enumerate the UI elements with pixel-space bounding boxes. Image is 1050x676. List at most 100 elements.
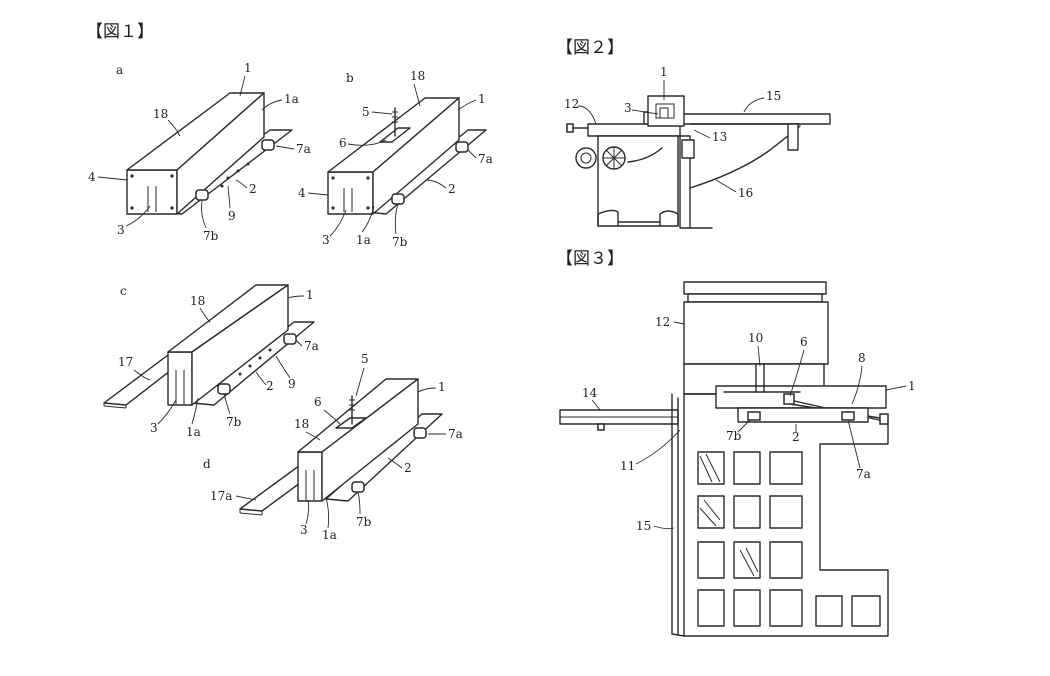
label-6: 6	[339, 136, 347, 150]
label-16: 16	[738, 186, 753, 200]
label-9: 9	[228, 209, 236, 223]
label-6: 6	[800, 335, 808, 349]
figure-1-panel-b: b 18 1 5 6 7a 4 2	[298, 69, 493, 249]
fence-1	[647, 95, 685, 127]
panel-c-letter: c	[120, 284, 127, 298]
label-7a: 7a	[448, 427, 463, 441]
label-15: 15	[636, 519, 651, 533]
label-2: 2	[792, 430, 800, 444]
label-15: 15	[766, 89, 781, 103]
knob-7b	[195, 189, 209, 201]
figure-1-title: 【図１】	[86, 22, 154, 42]
saw-top-rail	[683, 281, 827, 295]
label-10: 10	[748, 331, 763, 345]
knob-7a	[261, 139, 275, 151]
fence-front-face	[297, 451, 323, 502]
label-1a: 1a	[322, 528, 337, 542]
figure-1-panel-d: d 5 1 6 18 7a	[203, 352, 463, 542]
wheel	[575, 147, 597, 169]
fence-side-face	[176, 92, 265, 215]
label-11: 11	[620, 459, 635, 473]
knob-7a	[841, 411, 855, 421]
panel-a-letter: a	[116, 63, 123, 77]
label-3: 3	[300, 523, 308, 537]
support-leg	[679, 135, 691, 229]
label-14: 14	[582, 386, 598, 400]
base-plate-2	[737, 407, 869, 423]
label-18: 18	[153, 107, 168, 121]
knob-7a	[413, 427, 427, 439]
label-2: 2	[448, 182, 456, 196]
label-12: 12	[564, 97, 579, 111]
table-11	[671, 393, 889, 637]
fence-front-face	[327, 171, 374, 215]
fence-1	[715, 385, 887, 409]
label-1: 1	[438, 380, 446, 394]
label-5: 5	[362, 105, 370, 119]
label-3: 3	[322, 233, 330, 247]
label-17a: 17a	[210, 489, 232, 503]
label-1a: 1a	[356, 233, 371, 247]
knob-7b	[391, 193, 405, 205]
label-4: 4	[298, 186, 306, 200]
label-7b: 7b	[356, 515, 372, 529]
top-plate-6	[335, 417, 367, 429]
label-13: 13	[712, 130, 727, 144]
label-7a: 7a	[296, 142, 311, 156]
saw-unit-12	[683, 301, 829, 365]
label-18: 18	[294, 417, 309, 431]
fence-side-face	[372, 97, 460, 215]
label-1: 1	[908, 379, 916, 393]
figure-3: 【図３】	[556, 249, 916, 637]
pivot-6	[783, 393, 795, 405]
label-1a: 1a	[186, 425, 201, 439]
label-1: 1	[306, 288, 314, 302]
label-8: 8	[858, 351, 866, 365]
label-7b: 7b	[226, 415, 242, 429]
bracket-16	[689, 125, 801, 189]
label-18: 18	[190, 294, 205, 308]
panel-b-letter: b	[346, 71, 354, 85]
knob-7b	[747, 411, 761, 421]
fence-front-face	[126, 169, 178, 215]
label-2: 2	[249, 182, 257, 196]
label-6: 6	[314, 395, 322, 409]
label-1: 1	[244, 61, 252, 75]
figure-2: 【図２】 1 12 3 15	[556, 38, 831, 229]
knob-7b	[351, 481, 365, 493]
label-7b: 7b	[203, 229, 219, 243]
knob-7b	[217, 383, 231, 395]
label-1: 1	[660, 65, 668, 79]
label-3: 3	[150, 421, 158, 435]
figure-2-title: 【図２】	[556, 38, 624, 58]
fence-side-face	[191, 284, 289, 406]
panel-d-letter: d	[203, 457, 211, 471]
label-7a: 7a	[478, 152, 493, 166]
label-9: 9	[288, 377, 296, 391]
fence-front-face	[167, 351, 193, 406]
label-12: 12	[655, 315, 670, 329]
label-17: 17	[118, 355, 133, 369]
label-7b: 7b	[726, 429, 742, 443]
figure-1-panel-a: a 1 1a 18 4 3	[88, 61, 311, 243]
label-7a: 7a	[304, 339, 319, 353]
table-grid-15	[697, 451, 881, 627]
extension-table-15	[679, 113, 831, 125]
label-18: 18	[410, 69, 425, 83]
figure-1-panel-c: c 18 1 17 7a 2 9	[103, 284, 319, 439]
label-5: 5	[361, 352, 369, 366]
label-4: 4	[88, 170, 96, 184]
label-1: 1	[478, 92, 486, 106]
figure-1: 【図１】 a 1 1a 18	[86, 22, 493, 542]
fence-side-face	[321, 378, 419, 502]
knob-7a	[283, 333, 297, 345]
label-3: 3	[624, 101, 632, 115]
label-1a: 1a	[284, 92, 299, 106]
label-2: 2	[404, 461, 412, 475]
label-7a: 7a	[856, 467, 871, 481]
label-2: 2	[266, 379, 274, 393]
knob-7a	[455, 141, 469, 153]
label-3: 3	[117, 223, 125, 237]
label-7b: 7b	[392, 235, 408, 249]
